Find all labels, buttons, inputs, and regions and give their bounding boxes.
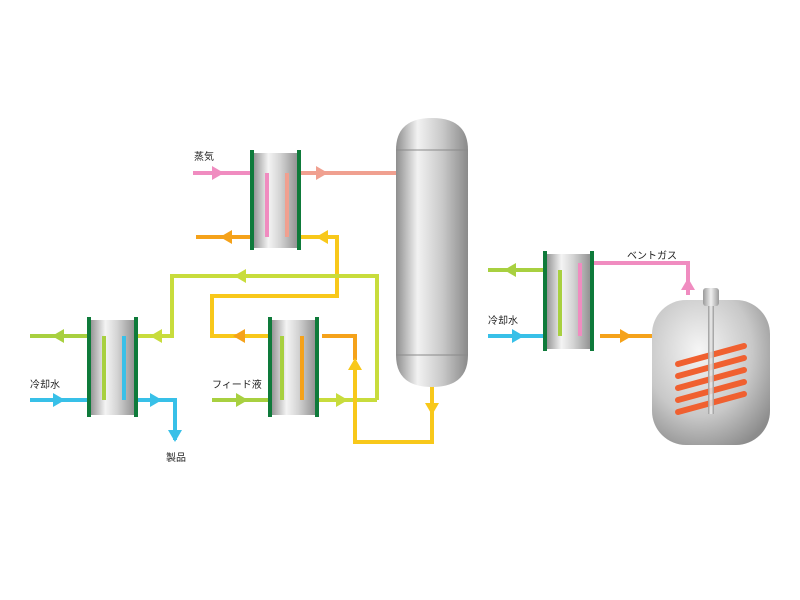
cooling-water-left-label: 冷却水 — [30, 378, 60, 391]
upper-hx-feed-in-pipe — [210, 235, 339, 338]
feed-arrow — [236, 393, 248, 407]
left-heat-exchanger — [87, 317, 138, 417]
product-label: 製品 — [166, 451, 186, 464]
cooling-water-right-label: 冷却水 — [488, 314, 518, 327]
tube-sheet — [87, 317, 91, 417]
tube-sheet — [297, 150, 301, 250]
upper-return-arrow — [220, 230, 232, 244]
tube-sheet — [315, 317, 319, 417]
tube-sheet — [250, 150, 254, 250]
tube-sheet — [134, 317, 138, 417]
left-top-arrow — [52, 329, 64, 343]
cooling-right-arrow — [512, 329, 524, 343]
left-top-arrow-2 — [150, 329, 162, 343]
column-down-arrow — [425, 403, 439, 415]
right-heat-exchanger — [543, 251, 594, 351]
feed-liquid-label: フィード液 — [212, 378, 262, 391]
middle-heat-exchanger — [268, 317, 319, 417]
upper-feed-arrow — [316, 230, 328, 244]
right-top-arrow — [504, 263, 516, 277]
agitator-motor — [703, 288, 719, 306]
tube-sheet — [590, 251, 594, 351]
distillation-column — [396, 118, 468, 387]
cooling-left-arrow — [53, 393, 65, 407]
middle-top-arrow — [233, 329, 245, 343]
steam-arrow — [212, 166, 224, 180]
steam-tube-pipe — [285, 171, 396, 237]
middle-right-arrow — [336, 393, 348, 407]
vent-up-arrow — [681, 278, 695, 290]
steam-out-arrow — [316, 166, 328, 180]
middle-hx-top-pipe — [322, 334, 357, 360]
vent-gas-label: ベントガス — [627, 250, 677, 262]
flow-arrows — [52, 166, 695, 442]
reactor-vessel — [652, 288, 770, 445]
recycle-arrow — [234, 269, 246, 283]
upper-heat-exchanger — [250, 150, 301, 250]
product-down-arrow — [168, 430, 182, 442]
condensate-arrow — [620, 329, 632, 343]
steam-label: 蒸気 — [194, 150, 214, 163]
tube-sheet — [268, 317, 272, 417]
tube-sheet — [543, 251, 547, 351]
middle-up-arrow — [348, 358, 362, 370]
product-right-arrow — [150, 393, 162, 407]
